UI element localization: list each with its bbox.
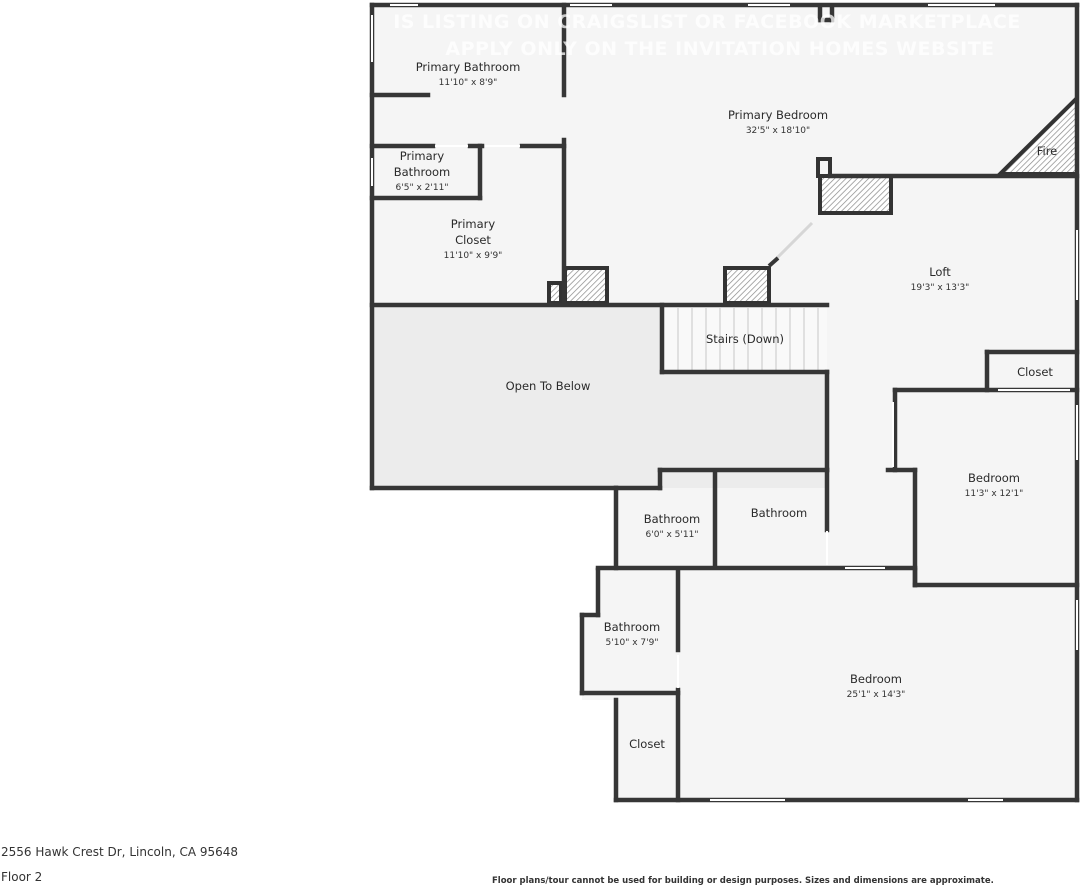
room-dims-primary-bedroom: 32'5" x 18'10": [746, 126, 810, 136]
room-label-primary-bedroom: Primary Bedroom: [728, 108, 828, 122]
room-dims-bathroom-a: 6'0" x 5'11": [646, 530, 699, 540]
room-label-stairs: Stairs (Down): [706, 332, 784, 346]
property-address: 2556 Hawk Crest Dr, Lincoln, CA 95648: [1, 845, 239, 859]
room-label-bedroom-large: Bedroom: [850, 672, 902, 686]
room-dims-loft: 19'3" x 13'3": [911, 283, 970, 293]
door-jamb: [767, 256, 780, 268]
floor-label: Floor 2: [1, 870, 43, 884]
room-dims-bathroom-c: 5'10" x 7'9": [606, 638, 659, 648]
room-label-primary-bathroom: Primary Bathroom: [416, 60, 521, 74]
room-dims-bedroom-right: 11'3" x 12'1": [965, 489, 1024, 499]
room-label-primary-closet-1: Primary: [451, 217, 496, 231]
windows: [371, 4, 1078, 801]
watermark-line1: IS LISTING ON CRAIGSLIST OR FACEBOOK MAR…: [393, 11, 1021, 33]
stairs: [662, 305, 827, 372]
room-label-bathroom-a: Bathroom: [644, 512, 700, 526]
room-label-bedroom-right: Bedroom: [968, 471, 1020, 485]
room-label-open-to-below: Open To Below: [506, 379, 591, 393]
room-label-loft: Loft: [929, 265, 951, 279]
room-dims-primary-closet: 11'10" x 9'9": [444, 251, 503, 261]
room-label-bathroom-c: Bathroom: [604, 620, 660, 634]
room-label-closet-bottom: Closet: [629, 737, 665, 751]
room-label-primary-bathroom-small-1: Primary: [400, 149, 445, 163]
room-dims-primary-bathroom-small: 6'5" x 2'11": [396, 183, 449, 193]
room-label-fireplace: Fire: [1037, 144, 1058, 158]
room-label-primary-closet-2: Closet: [455, 233, 491, 247]
room-dims-primary-bathroom: 11'10" x 8'9": [439, 78, 498, 88]
room-label-closet-right: Closet: [1017, 365, 1053, 379]
room-dims-bedroom-large: 25'1" x 14'3": [847, 690, 906, 700]
room-label-primary-bathroom-small-2: Bathroom: [394, 165, 450, 179]
stair-treads: [677, 308, 819, 370]
room-label-bathroom-b: Bathroom: [751, 506, 807, 520]
watermark-line2: APPLY ONLY ON THE INVITATION HOMES WEBSI…: [445, 38, 994, 60]
disclaimer-text: Floor plans/tour cannot be used for buil…: [492, 876, 994, 886]
door-swing: [771, 221, 814, 264]
